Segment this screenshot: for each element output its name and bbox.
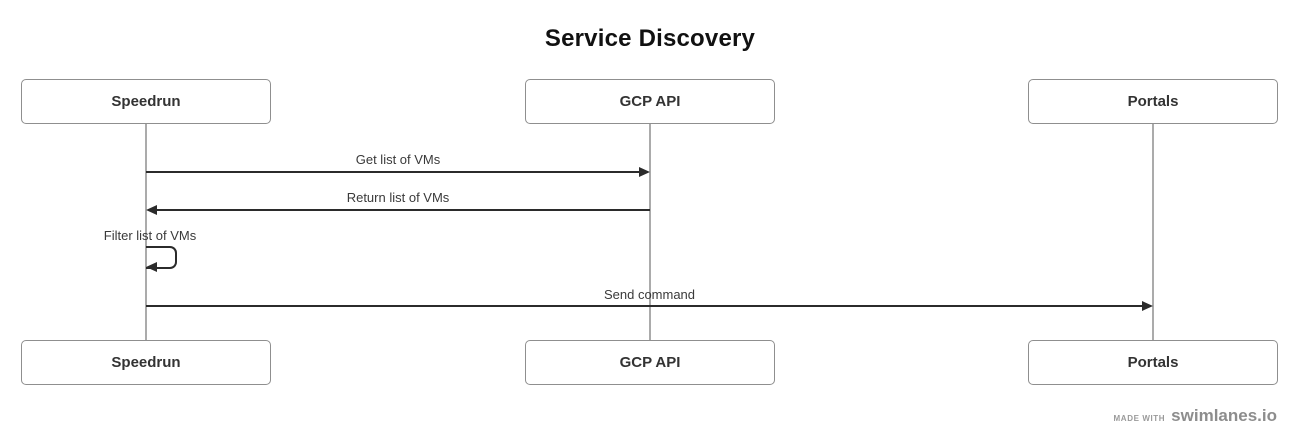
arrowhead-right-icon (639, 167, 650, 177)
actor-label: Portals (1127, 93, 1179, 110)
actor-box-portals-bottom: Portals (1028, 340, 1278, 385)
actor-box-gcp-api-top: GCP API (525, 79, 775, 124)
message-label-send-command: Send command (603, 287, 696, 302)
actor-label: GCP API (619, 93, 681, 110)
actor-box-gcp-api-bottom: GCP API (525, 340, 775, 385)
footer-made-with-label: MADE WITH (1113, 414, 1166, 423)
message-arrow-get-list (146, 171, 641, 173)
arrowhead-left-icon (146, 205, 157, 215)
actor-label: GCP API (619, 354, 681, 371)
message-label-filter-list: Filter list of VMs (103, 228, 197, 243)
message-arrow-return-list (156, 209, 650, 211)
diagram-title: Service Discovery (544, 25, 756, 52)
lifeline-portals (1152, 124, 1154, 340)
actor-box-portals-top: Portals (1028, 79, 1278, 124)
actor-label: Portals (1127, 354, 1179, 371)
arrowhead-left-icon (146, 262, 157, 272)
actor-box-speedrun-top: Speedrun (21, 79, 271, 124)
message-label-get-list: Get list of VMs (355, 152, 441, 167)
swimlanes-brand-link[interactable]: swimlanes.io (1171, 406, 1277, 425)
actor-label: Speedrun (111, 93, 181, 110)
footer: MADE WITH swimlanes.io (1114, 406, 1277, 426)
self-message-loop (146, 246, 177, 269)
message-label-return-list: Return list of VMs (346, 190, 450, 205)
actor-label: Speedrun (111, 354, 181, 371)
actor-box-speedrun-bottom: Speedrun (21, 340, 271, 385)
lifeline-speedrun (145, 124, 147, 340)
lifeline-gcp-api (649, 124, 651, 340)
message-arrow-send-command (146, 305, 1144, 307)
arrowhead-right-icon (1142, 301, 1153, 311)
